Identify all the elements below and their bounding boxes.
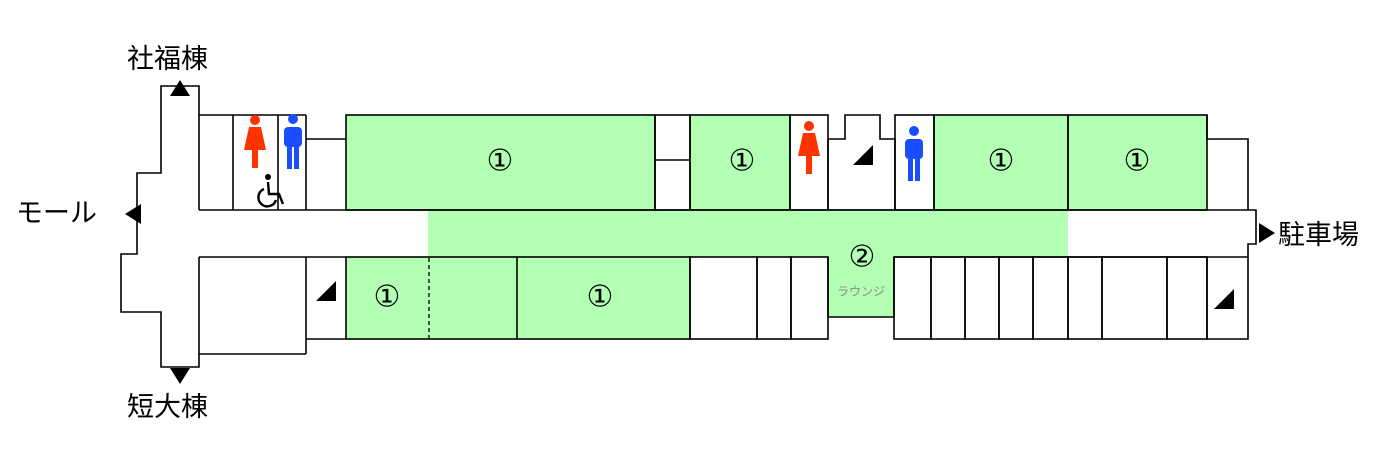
stairs-icon	[853, 145, 873, 165]
lounge-fill	[428, 211, 1068, 257]
room-1-fill	[346, 115, 655, 210]
room-marker: ①	[587, 280, 614, 315]
direction-arrow-icon	[170, 80, 190, 96]
direction-arrow-icon	[170, 368, 190, 384]
room-marker: ②	[849, 240, 876, 275]
room-marker: ①	[1124, 144, 1151, 179]
room-1-fill	[934, 115, 1207, 210]
male-restroom-icon	[284, 114, 302, 169]
accessible-restroom-icon	[257, 174, 285, 208]
parking-label: 駐車場	[1278, 220, 1359, 251]
south-building-label: 短大棟	[127, 392, 208, 423]
north-building-label: 社福棟	[127, 44, 208, 75]
room-marker: ①	[374, 280, 401, 315]
male-restroom-icon	[905, 126, 923, 181]
lounge-label: ラウンジ	[837, 285, 885, 299]
stairs-icon	[316, 281, 336, 301]
room-marker: ①	[988, 144, 1015, 179]
room-1-fill	[346, 257, 690, 339]
room-fills	[346, 115, 1207, 339]
female-restroom-icon	[798, 121, 820, 174]
female-restroom-icon	[244, 115, 266, 168]
room-1-fill	[690, 115, 790, 210]
lounge-alcove-fill	[828, 257, 894, 317]
walls	[120, 85, 1257, 368]
direction-arrow-icon	[125, 204, 141, 224]
left-connector-wall	[120, 85, 306, 368]
stairs-icon	[1214, 289, 1234, 309]
room-marker: ①	[729, 144, 756, 179]
room-marker: ①	[487, 144, 514, 179]
mall-label: モール	[16, 198, 97, 229]
direction-arrow-icon	[1259, 223, 1275, 243]
